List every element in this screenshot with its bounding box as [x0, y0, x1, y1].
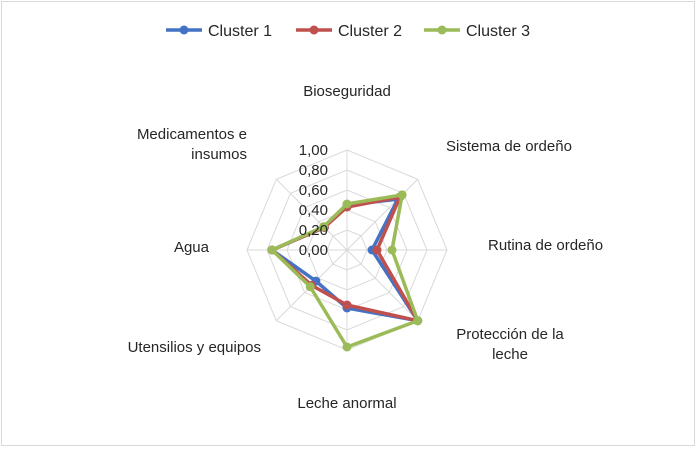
- series-layer: [267, 190, 423, 352]
- tick-labels: 0,00 0,20 0,40 0,60 0,80 1,00: [299, 142, 328, 259]
- legend-item-3: Cluster 3: [424, 23, 530, 40]
- legend: Cluster 1 Cluster 2 Cluster 3: [166, 23, 530, 40]
- data-point: [267, 245, 277, 255]
- legend-item-1: Cluster 1: [166, 23, 272, 40]
- tick-label: 0,60: [299, 182, 328, 199]
- tick-label: 1,00: [299, 142, 328, 159]
- legend-marker: [437, 25, 447, 35]
- data-point: [413, 316, 423, 326]
- series-3: [267, 190, 423, 352]
- tick-label: 0,40: [299, 202, 328, 219]
- data-point: [397, 190, 407, 200]
- category-label: Sistema de ordeño: [446, 138, 572, 155]
- tick-label: 0,00: [299, 242, 328, 259]
- legend-item-2: Cluster 2: [296, 23, 402, 40]
- legend-label: Cluster 2: [338, 23, 402, 40]
- tick-label: 0,20: [299, 222, 328, 239]
- legend-label: Cluster 1: [208, 23, 272, 40]
- legend-label: Cluster 3: [466, 23, 530, 40]
- data-point: [372, 245, 382, 255]
- data-point: [342, 300, 352, 310]
- category-label: Agua: [174, 239, 210, 256]
- category-label: Rutina de ordeño: [488, 237, 603, 254]
- grid-spoke: [275, 178, 348, 251]
- legend-marker: [309, 25, 319, 35]
- data-point: [305, 282, 315, 292]
- category-label: Bioseguridad: [303, 83, 391, 100]
- legend-marker: [179, 25, 189, 35]
- category-label: Leche anormal: [297, 395, 396, 412]
- tick-label: 0,80: [299, 162, 328, 179]
- series-line: [270, 193, 420, 349]
- data-point: [342, 199, 352, 209]
- grid-spoke: [346, 249, 419, 322]
- data-point: [319, 222, 329, 232]
- data-point: [387, 245, 397, 255]
- grid-spoke: [346, 178, 419, 251]
- data-point: [342, 342, 352, 352]
- category-label: Utensilios y equipos: [128, 339, 261, 356]
